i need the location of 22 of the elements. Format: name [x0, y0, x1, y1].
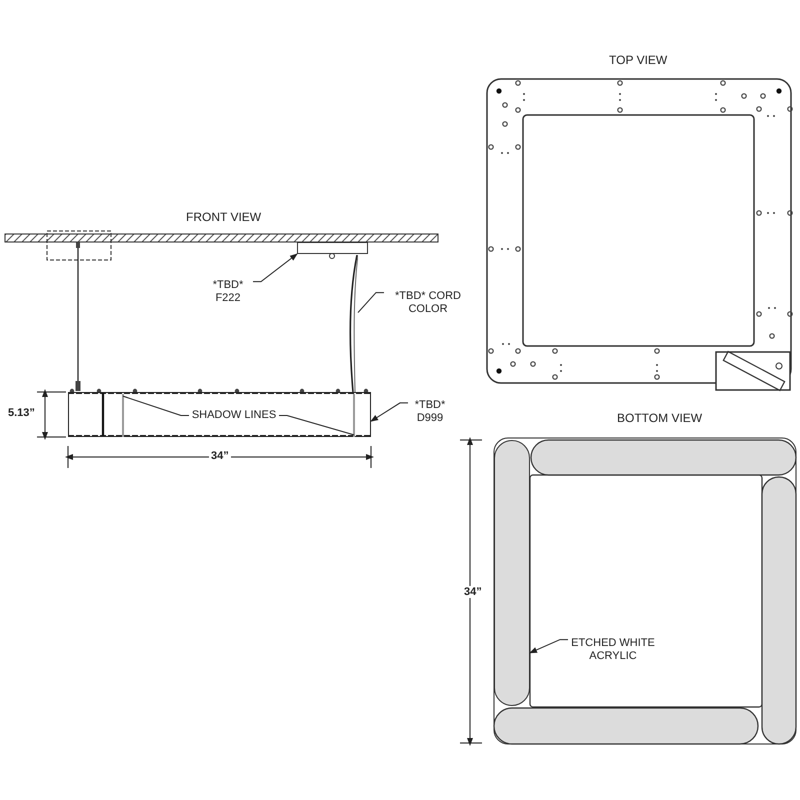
leader-line — [122, 396, 190, 416]
dimension-label: 5.13” — [6, 407, 37, 419]
canopy-box — [297, 242, 368, 254]
acrylic-lens-panel — [494, 440, 530, 706]
shadow-line — [353, 394, 355, 437]
callout-label: *TBD* CORD COLOR — [386, 290, 470, 316]
leader-line — [358, 292, 384, 314]
view-title: FRONT VIEW — [186, 210, 262, 224]
leader-line — [370, 402, 408, 422]
power-cord — [349, 255, 358, 392]
callout-label: *TBD* F222 — [205, 279, 251, 305]
callout-label: SHADOW LINES — [191, 409, 277, 422]
view-title: BOTTOM VIEW — [617, 411, 702, 425]
leader-line — [529, 639, 568, 654]
callout-label: ETCHED WHITE ACRYLIC — [570, 637, 656, 663]
callout-label: *TBD* D999 — [410, 399, 450, 425]
dimension-label: 34” — [209, 450, 231, 462]
leader-line — [278, 415, 354, 436]
shadow-line — [122, 394, 124, 437]
dimension-label: 34” — [462, 586, 484, 598]
view-title: TOP VIEW — [609, 53, 668, 67]
leader-line — [252, 253, 298, 282]
